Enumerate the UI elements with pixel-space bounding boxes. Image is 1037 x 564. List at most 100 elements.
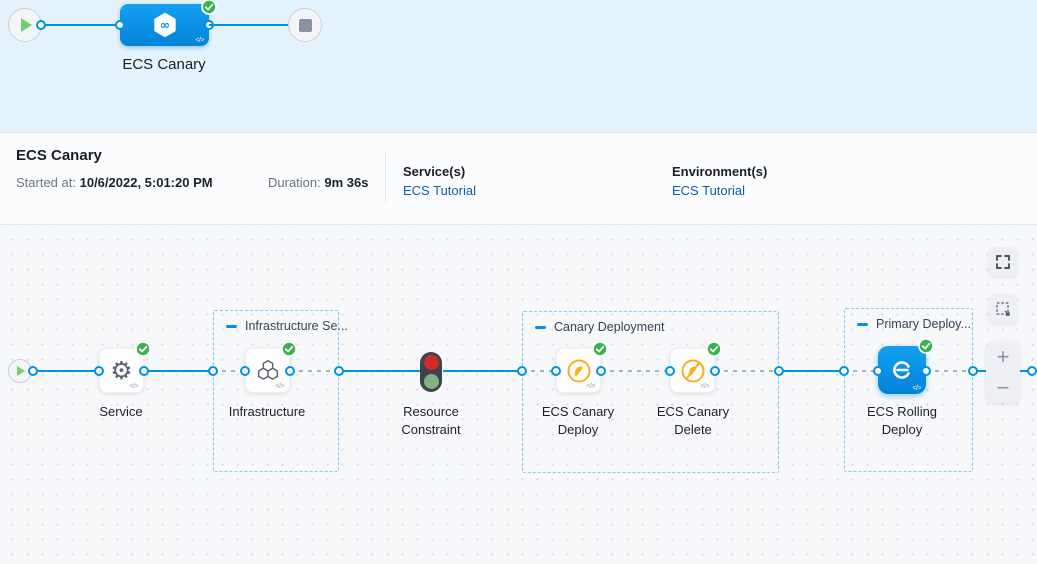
code-marker: </> xyxy=(275,383,284,390)
connector-dot xyxy=(839,366,849,376)
edge-line xyxy=(779,370,844,372)
group-collapse-toggle[interactable]: Primary Deploy... xyxy=(857,317,971,331)
duration-value: 9m 36s xyxy=(324,175,369,190)
edge-line-dashed xyxy=(715,370,779,372)
services-label: Service(s) xyxy=(403,164,466,179)
step-node-service[interactable]: ⚙ </> xyxy=(99,341,151,393)
connector-dot xyxy=(774,366,784,376)
canary-delete-icon xyxy=(681,359,704,382)
play-icon xyxy=(17,366,25,376)
canary-deploy-icon xyxy=(567,359,590,382)
harness-deploy-icon: ∞ xyxy=(153,12,176,38)
code-marker: </> xyxy=(912,385,921,392)
play-icon xyxy=(21,18,32,32)
duration-label: Duration: xyxy=(268,175,321,190)
infrastructure-hexagons-icon xyxy=(257,359,278,380)
environments-link[interactable]: ECS Tutorial xyxy=(672,183,745,198)
execution-info-bar: ECS Canary Started at: 10/6/2022, 5:01:2… xyxy=(0,133,1037,225)
connector-dot xyxy=(115,20,125,30)
step-node-ecs-canary-deploy[interactable]: </> xyxy=(556,341,608,393)
edge-line-dashed xyxy=(213,370,245,372)
marquee-select-button[interactable] xyxy=(988,294,1018,324)
edge-line-dashed xyxy=(290,370,339,372)
svg-text:∞: ∞ xyxy=(159,18,169,32)
collapse-dash-icon xyxy=(857,322,868,326)
marquee-selection-icon xyxy=(996,302,1010,316)
duration: Duration: 9m 36s xyxy=(268,175,368,190)
connector-dot xyxy=(710,366,720,376)
connector-dot xyxy=(1027,366,1037,376)
resource-constraint-traffic-light-icon[interactable] xyxy=(420,352,442,392)
connector-dot xyxy=(968,366,978,376)
connector-dot xyxy=(139,366,149,376)
pipeline-end-button[interactable] xyxy=(288,8,322,42)
green-light xyxy=(423,373,439,389)
connector-dot xyxy=(240,366,250,376)
connector-dot xyxy=(921,366,931,376)
step-node-ecs-rolling-deploy[interactable]: </> xyxy=(878,338,934,394)
step-label: Service xyxy=(99,404,143,419)
group-title: Canary Deployment xyxy=(554,320,665,334)
edge-line xyxy=(339,370,420,372)
edge-line-dashed xyxy=(522,370,556,372)
stage-group-primary-deployment: Primary Deploy... xyxy=(844,308,973,472)
pipeline-title: ECS Canary xyxy=(16,147,102,164)
group-collapse-toggle[interactable]: Infrastructure Se... xyxy=(226,319,348,333)
code-marker: </> xyxy=(129,383,138,390)
success-check-icon xyxy=(201,0,217,15)
group-title: Primary Deploy... xyxy=(876,317,971,331)
success-check-icon xyxy=(135,341,151,357)
success-check-icon xyxy=(592,341,608,357)
edge-line-dashed xyxy=(601,370,670,372)
edge-line xyxy=(144,370,213,372)
step-node-infrastructure[interactable]: </> xyxy=(245,341,297,393)
started-at-value: 10/6/2022, 5:01:20 PM xyxy=(79,175,213,190)
success-check-icon xyxy=(918,338,934,354)
divider xyxy=(385,151,386,203)
collapse-dash-icon xyxy=(226,324,237,328)
red-light xyxy=(423,355,439,371)
code-marker: </> xyxy=(700,383,709,390)
code-marker: </> xyxy=(195,37,204,44)
zoom-in-button[interactable]: + xyxy=(996,343,1010,369)
collapse-dash-icon xyxy=(535,325,546,329)
stage-node-ecs-canary[interactable]: ∞ </> xyxy=(120,4,209,46)
zoom-out-button[interactable]: − xyxy=(996,374,1010,400)
step-label: Infrastructure xyxy=(228,404,306,419)
stop-icon xyxy=(298,18,312,32)
edge-line-dashed xyxy=(926,370,973,372)
pipeline-node-label: ECS Canary xyxy=(122,56,206,73)
started-at-label: Started at: xyxy=(16,175,76,190)
fullscreen-button[interactable] xyxy=(988,247,1018,277)
stage-group-canary-deployment: Canary Deployment xyxy=(522,311,779,473)
connector-dot xyxy=(208,366,218,376)
pipeline-minimap: ∞ </> ECS Canary xyxy=(0,0,1037,133)
services-link[interactable]: ECS Tutorial xyxy=(403,183,476,198)
zoom-controls: + − xyxy=(986,341,1020,403)
ecs-service-icon xyxy=(893,361,910,379)
step-node-ecs-canary-delete[interactable]: </> xyxy=(670,341,722,393)
connector-dot xyxy=(596,366,606,376)
success-check-icon xyxy=(706,341,722,357)
connector-dot xyxy=(94,366,104,376)
connector-dot xyxy=(517,366,527,376)
code-marker: </> xyxy=(586,383,595,390)
started-at: Started at: 10/6/2022, 5:01:20 PM xyxy=(16,175,213,190)
connector-dot xyxy=(36,20,46,30)
group-collapse-toggle[interactable]: Canary Deployment xyxy=(535,320,664,334)
connector-dot xyxy=(28,366,38,376)
edge-line xyxy=(33,370,99,372)
execution-graph-canvas[interactable]: Infrastructure Se... Canary Deployment P… xyxy=(0,225,1037,564)
edge-line xyxy=(209,24,289,26)
success-check-icon xyxy=(281,341,297,357)
gear-icon: ⚙ xyxy=(110,356,133,385)
connector-dot xyxy=(334,366,344,376)
edge-line xyxy=(443,370,522,372)
connector-dot xyxy=(551,366,561,376)
connector-dot xyxy=(285,366,295,376)
connector-dot xyxy=(873,366,883,376)
